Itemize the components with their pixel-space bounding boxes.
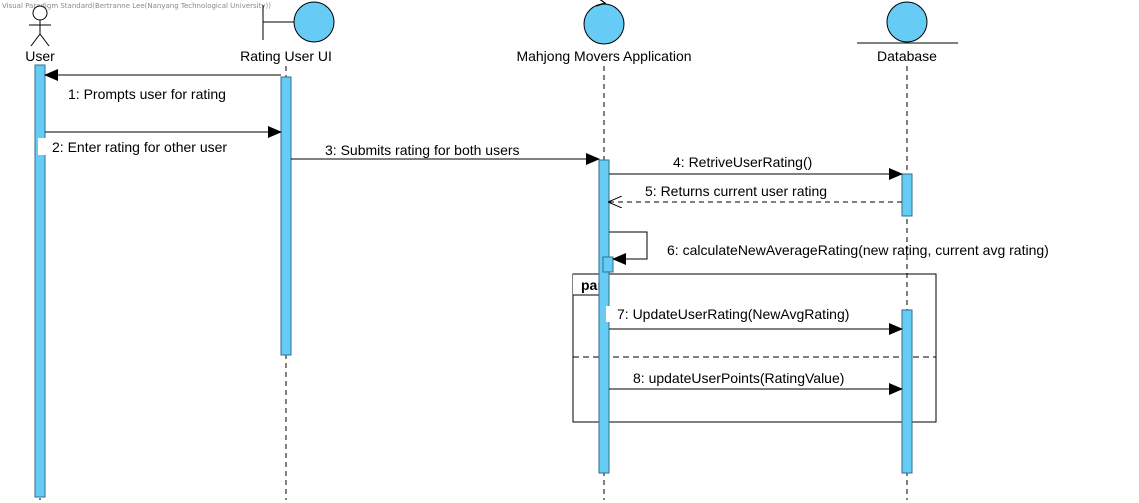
entity-icon: [857, 1, 958, 44]
message-2-label: 2: Enter rating for other user: [52, 139, 227, 155]
message-7-label-bg: [606, 306, 888, 322]
activation-db-1: [901, 173, 913, 217]
message-8-label: 8: updateUserPoints(RatingValue): [633, 370, 844, 386]
activation-user: [34, 64, 46, 498]
message-6-arrow: [609, 231, 648, 265]
lifeline-label-user: User: [25, 48, 55, 64]
message-2-label-bg: [38, 138, 266, 155]
user-actor-icon: [29, 5, 51, 47]
message-6-label: 6: calculateNewAverageRating(new rating,…: [667, 242, 1049, 258]
par-label: par: [581, 277, 603, 293]
watermark-text: Visual Paradigm Standard(Bertranne Lee(N…: [2, 2, 271, 10]
message-5-label: 5: Returns current user rating: [645, 183, 827, 199]
lifeline-label-ui: Rating User UI: [240, 48, 332, 64]
control-icon: [583, 0, 625, 45]
par-fragment: par: [572, 273, 937, 423]
activation-ui: [280, 76, 292, 356]
activation-db-2: [901, 309, 913, 474]
message-3-label: 3: Submits rating for both users: [325, 142, 520, 158]
message-1-label: 1: Prompts user for rating: [68, 86, 226, 102]
message-7-label: 7: UpdateUserRating(NewAvgRating): [617, 306, 849, 322]
lifeline-label-db: Database: [877, 48, 937, 64]
lifeline-label-app: Mahjong Movers Application: [516, 48, 691, 64]
activation-app-self: [602, 256, 614, 273]
boundary-icon: [262, 1, 335, 43]
message-4-label: 4: RetriveUserRating(): [673, 154, 812, 170]
